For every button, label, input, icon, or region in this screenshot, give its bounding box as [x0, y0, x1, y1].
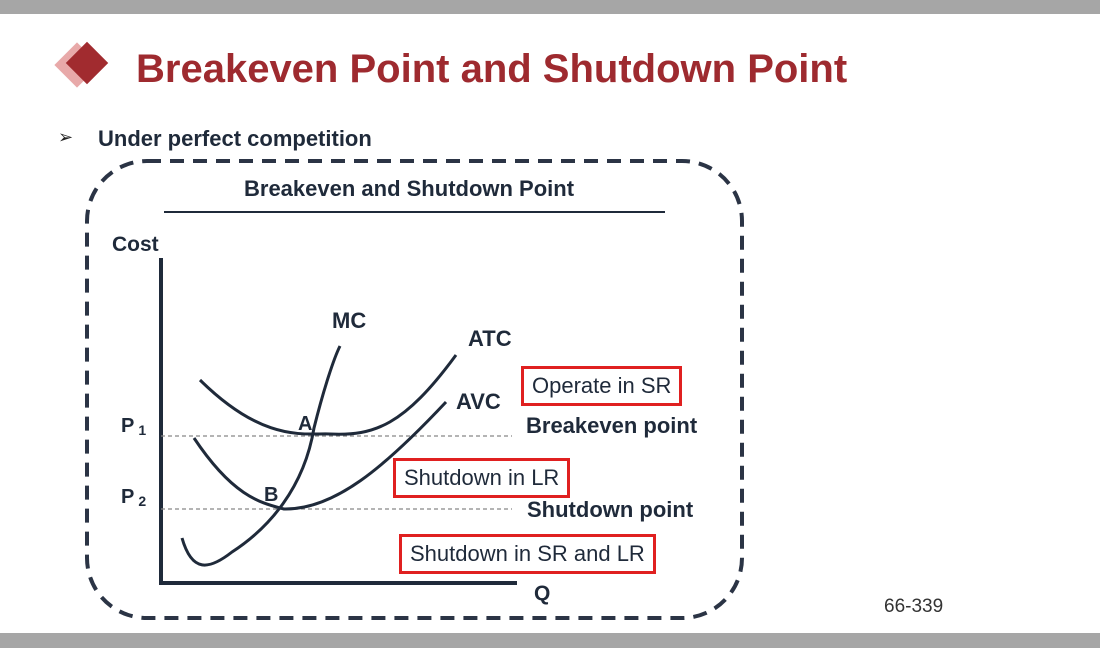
diagram-graphics — [85, 159, 744, 620]
operate-sr-box: Operate in SR — [521, 366, 683, 406]
avc-label: AVC — [456, 389, 501, 414]
mc-curve — [180, 345, 342, 567]
shutdown-point-label: Shutdown point — [527, 497, 694, 522]
bullet-text: Under perfect competition — [98, 126, 372, 151]
bottom-bar — [0, 633, 1100, 648]
breakeven-shutdown-diagram: Breakeven and Shutdown Point Cost Q MC A… — [84, 158, 746, 621]
y-axis-label: Cost — [112, 233, 159, 256]
p2-subscript: 2 — [138, 493, 147, 509]
arrow-bullet-icon: ➢ — [58, 127, 74, 147]
page-number: 66-339 — [884, 596, 944, 617]
point-a-label: A — [298, 413, 313, 435]
p1-subscript: 1 — [138, 422, 147, 438]
shutdown-sr-lr-box: Shutdown in SR and LR — [399, 534, 656, 574]
p1-letter: P — [121, 415, 135, 437]
x-axis-label: Q — [534, 582, 551, 605]
atc-curve — [198, 354, 458, 436]
atc-label: ATC — [468, 326, 512, 351]
point-b-label: B — [264, 484, 279, 506]
shutdown-lr-box: Shutdown in LR — [393, 458, 571, 498]
slide-title: Breakeven Point and Shutdown Point — [136, 47, 848, 91]
top-bar — [0, 0, 1100, 14]
slide-header: Breakeven Point and Shutdown Point — [52, 40, 952, 100]
mc-label: MC — [332, 308, 367, 333]
diagram-title: Breakeven and Shutdown Point — [244, 176, 575, 201]
breakeven-point-label: Breakeven point — [526, 413, 698, 438]
diamond-bullet-icon — [54, 41, 109, 88]
avc-curve — [192, 400, 448, 511]
p2-letter: P — [121, 486, 135, 508]
